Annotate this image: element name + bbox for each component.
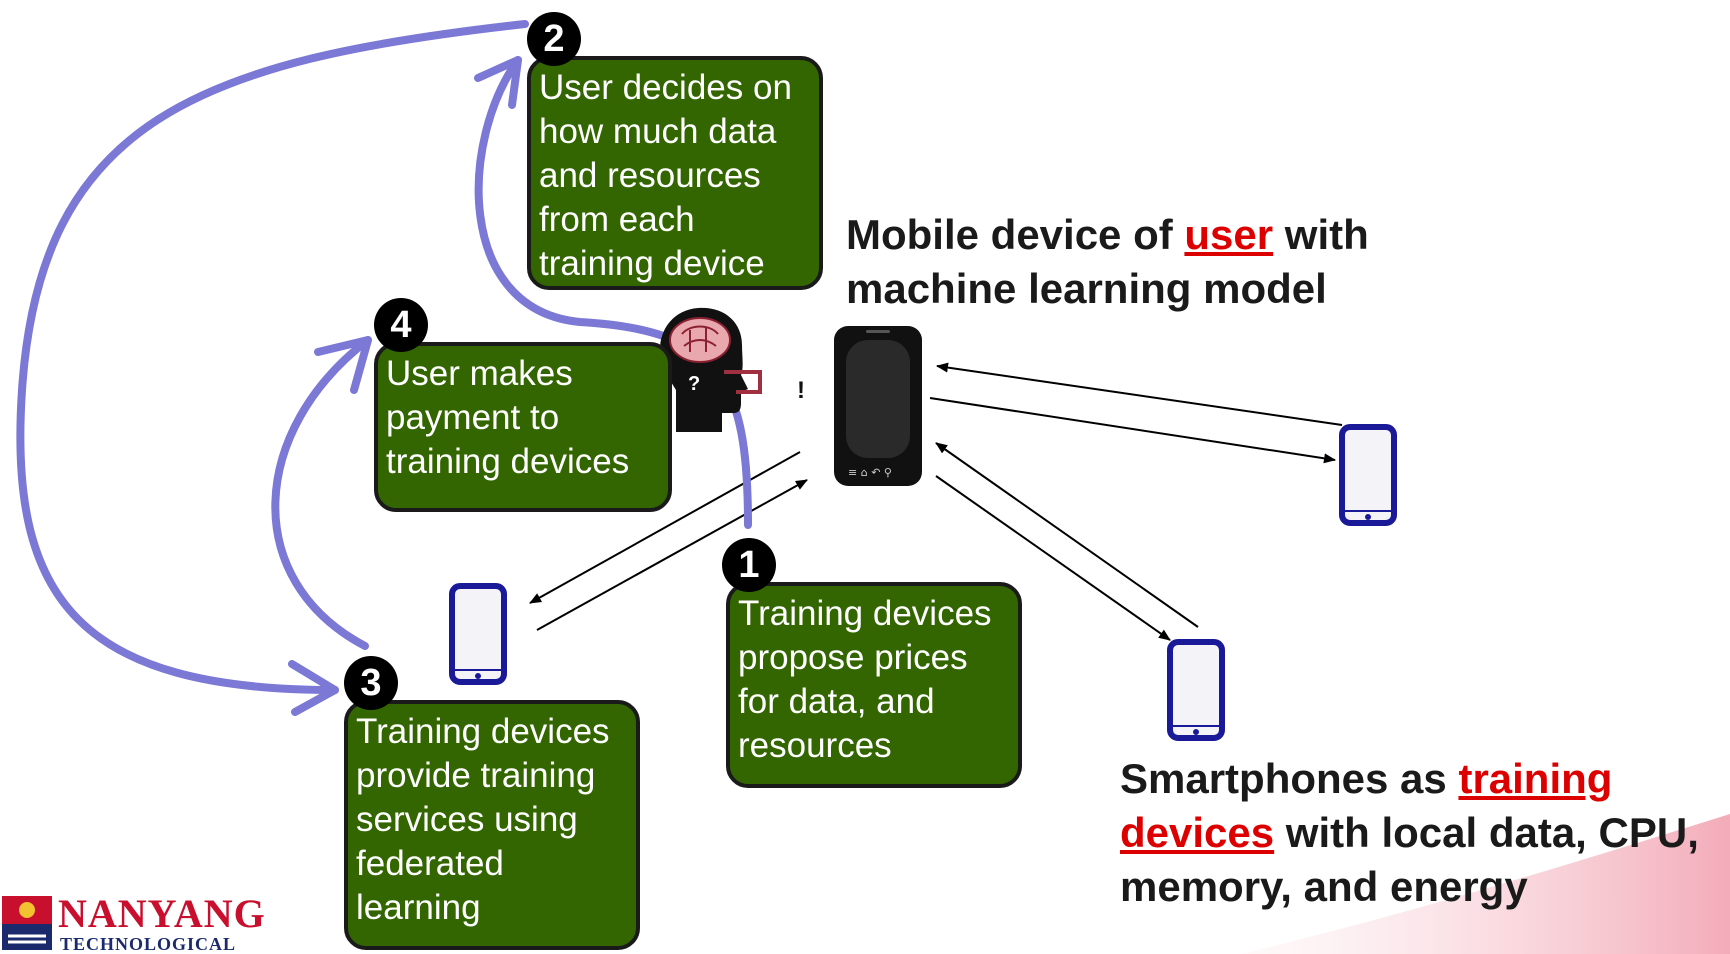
- android-phone-icon: ≡ ⌂ ↶ ⚲: [834, 326, 922, 486]
- user-device-caption: Mobile device of user with machine learn…: [846, 208, 1466, 316]
- step-1-box: Training devices propose prices for data…: [726, 582, 1022, 788]
- user-caption-before: Mobile device of: [846, 211, 1185, 258]
- step-2-box: User decides on how much data and resour…: [527, 56, 823, 290]
- arrow-right-to-user: [936, 362, 1343, 426]
- flow-arrow-3-to-4: [271, 336, 372, 650]
- step-4-badge: 4: [374, 298, 428, 352]
- arrow-bottom-from-user: [935, 475, 1171, 641]
- flow-arrow-2-to-3: [16, 20, 529, 694]
- step-2-badge: 2: [527, 12, 581, 66]
- user-caption-after: with machine learning model: [846, 211, 1369, 312]
- training-devices-caption: Smartphones as training devices with loc…: [1120, 752, 1720, 914]
- flow-arrow-2-to-3-head: [288, 660, 339, 716]
- svg-text:≡ ⌂ ↶ ⚲: ≡ ⌂ ↶ ⚲: [848, 466, 892, 479]
- ntu-crest-icon: [2, 896, 52, 950]
- step-3-box: Training devices provide training servic…: [344, 700, 640, 950]
- brain-head-icon: ? !: [659, 307, 805, 432]
- flow-arrow-1-to-2-head: [474, 56, 522, 109]
- flow-arrow-3-to-4-head: [314, 336, 372, 394]
- ntu-logo: NANYANG TECHNOLOGICAL: [0, 892, 265, 954]
- svg-text:!: !: [797, 377, 805, 404]
- arrow-bottom-to-user: [935, 442, 1199, 628]
- step-4-box: User makes payment to training devices: [374, 342, 672, 512]
- smartphone-icon: [1339, 424, 1397, 526]
- arrow-left-from-user: [529, 451, 801, 604]
- training-caption-after: with local data, CPU, memory, and energy: [1120, 809, 1699, 910]
- step-1-badge: 1: [722, 538, 776, 592]
- arrow-left-to-user: [536, 479, 808, 631]
- training-caption-before: Smartphones as: [1120, 755, 1459, 802]
- training-caption-highlight: training devices: [1120, 755, 1613, 856]
- logo-name-line1: NANYANG: [58, 891, 266, 936]
- smartphone-icon: [1167, 639, 1225, 741]
- svg-text:?: ?: [688, 373, 700, 395]
- smartphone-icon: [449, 583, 507, 685]
- arrow-right-from-user: [929, 397, 1336, 464]
- communication-arrows: [529, 362, 1343, 641]
- user-caption-highlight: user: [1184, 211, 1274, 258]
- logo-name-line2: TECHNOLOGICAL: [60, 934, 237, 954]
- background-swoosh: [1240, 814, 1730, 954]
- step-3-badge: 3: [344, 656, 398, 710]
